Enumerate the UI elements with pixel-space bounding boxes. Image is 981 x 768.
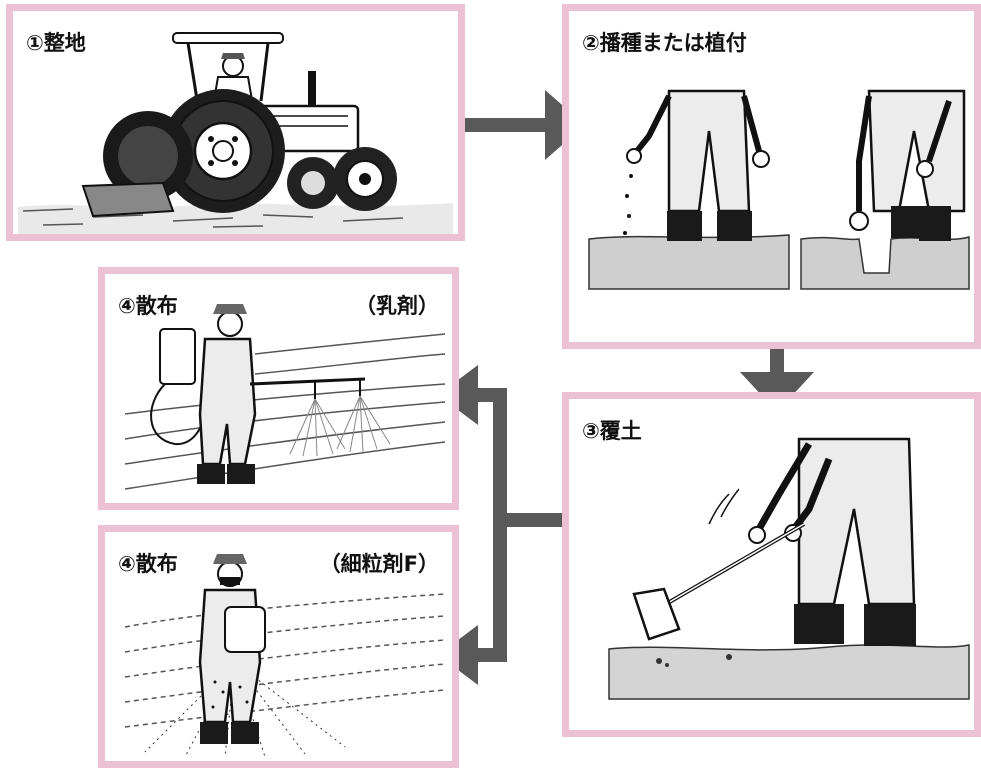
granule-spreader-illustration (124, 554, 446, 758)
step-label: ③覆土 (582, 419, 642, 443)
step-panel-spray-granules: ④散布 （細粒剤F） (98, 525, 459, 768)
step-label: ④散布 (118, 294, 178, 318)
step-panel-soil-covering: ③覆土 (562, 392, 981, 737)
emulsion-sprayer-illustration (124, 304, 446, 490)
tractor-illustration (18, 32, 453, 234)
step-panel-sowing-planting: ②播種または植付 (562, 4, 981, 349)
step-label: ①整地 (26, 31, 86, 55)
step-panel-land-preparation: ①整地 (6, 4, 465, 241)
formulation-note: （細粒剤F） (319, 552, 439, 576)
step-label: ④散布 (118, 552, 178, 576)
step-label: ②播種または植付 (582, 31, 747, 55)
hoe-covering-illustration (608, 437, 970, 700)
step-panel-spray-emulsion: ④散布 （乳剤） (98, 267, 459, 510)
sowing-illustration (588, 89, 970, 290)
formulation-note: （乳剤） (355, 294, 439, 318)
